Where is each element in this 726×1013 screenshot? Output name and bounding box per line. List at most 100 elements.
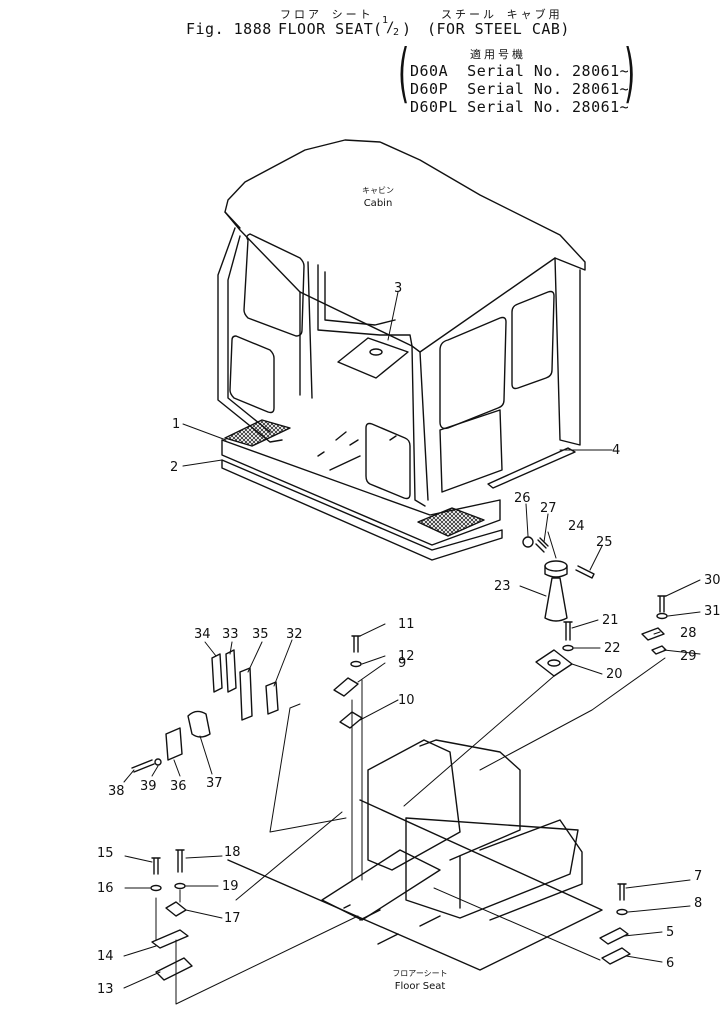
callout-2: 2 [170, 460, 178, 475]
floor-plate-item-3 [337, 337, 409, 379]
serial-line-3: D60PL Serial No. 28061~ [410, 98, 630, 116]
cabin-front-post [411, 345, 426, 507]
washer-item-19 [174, 882, 186, 890]
mat-grip-area-rear [417, 507, 485, 537]
floor-board-item-2 [221, 459, 503, 561]
cabin-label-jp: キャビン [362, 186, 394, 195]
callout-30: 30 [704, 573, 721, 588]
callout-25: 25 [596, 535, 613, 550]
callout-28: 28 [680, 626, 697, 641]
serial-bracket-right: ) [624, 37, 636, 111]
callout-19: 19 [222, 879, 239, 894]
callout-13: 13 [97, 982, 114, 997]
bolt-item-7 [617, 883, 627, 901]
block-item-36 [165, 727, 183, 761]
seat-armrest [459, 819, 583, 921]
bolt-item-18 [175, 849, 185, 873]
callout-24: 24 [568, 519, 585, 534]
callout-11: 11 [398, 617, 415, 632]
cabin-lower-front-panel [365, 422, 411, 500]
spring-item-27 [535, 537, 549, 553]
callout-37: 37 [206, 776, 223, 791]
clip-item-13 [155, 957, 193, 981]
bolt-item-38 [131, 759, 155, 773]
diagram-title: FLOOR SEAT [278, 20, 374, 38]
callout-17: 17 [224, 911, 241, 926]
cone-item-23 [544, 577, 568, 622]
callout-10: 10 [398, 693, 415, 708]
bracket-item-35 [239, 667, 253, 721]
callout-6: 6 [666, 956, 674, 971]
serial-line-2: D60P Serial No. 28061~ [410, 80, 630, 98]
diagram-subtitle: (FOR STEEL CAB) [427, 20, 570, 38]
cabin-door-window [511, 290, 555, 390]
cabin-roof [224, 139, 586, 353]
callout-22: 22 [604, 641, 621, 656]
callout-32: 32 [286, 627, 303, 642]
bracket-item-33 [225, 649, 237, 693]
applicable-models-label: 適用号機 [470, 48, 526, 61]
cabin-left-wall [217, 227, 283, 443]
trim-strip-item-4 [487, 447, 576, 489]
callout-34: 34 [194, 627, 211, 642]
nut-item-26 [522, 536, 534, 548]
callout-35: 35 [252, 627, 269, 642]
washer-item-12 [350, 660, 362, 668]
bracket-item-37 [187, 710, 211, 738]
seat-cushion [405, 817, 579, 919]
washer-item-16 [150, 884, 162, 892]
callout-31: 31 [704, 604, 721, 619]
collar-item-24 [544, 560, 568, 572]
fraction-close: ) [402, 20, 412, 38]
bolt-item-15 [151, 857, 161, 875]
cabin-label: Cabin [364, 198, 393, 209]
cabin-roof-edge [224, 211, 421, 353]
callout-1: 1 [172, 417, 180, 432]
washer-item-39 [154, 758, 162, 766]
callout-9: 9 [398, 656, 406, 671]
callout-8: 8 [694, 896, 702, 911]
serial-line-1: D60A Serial No. 28061~ [410, 62, 630, 80]
clip-item-6 [601, 947, 631, 965]
washer-item-8 [616, 908, 628, 916]
clip-item-14 [151, 929, 189, 949]
callout-5: 5 [666, 925, 674, 940]
callout-16: 16 [97, 881, 114, 896]
fraction-open: ( [373, 20, 383, 38]
bolt-item-21 [563, 621, 573, 641]
floor-mat-item-1 [221, 439, 501, 546]
bracket-item-32 [265, 681, 279, 715]
callout-12: 12 [398, 649, 415, 664]
japanese-title: フロア シート スチール キャブ用 [280, 8, 563, 21]
figure-number: Fig. 1888 [186, 20, 272, 38]
callout-15: 15 [97, 846, 114, 861]
cabin-right-wall [554, 257, 581, 446]
callout-20: 20 [606, 667, 623, 682]
callout-3: 3 [394, 281, 402, 296]
callout-29: 29 [680, 649, 697, 664]
callout-36: 36 [170, 779, 187, 794]
cabin-left-lower-panel [229, 335, 275, 414]
mat-grip-area-front [224, 419, 291, 447]
clip-item-10 [339, 711, 363, 729]
callout-18: 18 [224, 845, 241, 860]
cabin-left-window [243, 233, 305, 337]
fraction-numerator: 1 [382, 15, 389, 26]
serial-bracket-left: ( [398, 37, 410, 111]
bracket-item-34 [211, 653, 223, 693]
callout-38: 38 [108, 784, 125, 799]
callout-27: 27 [540, 501, 557, 516]
washer-item-31 [656, 612, 668, 620]
callout-7: 7 [694, 869, 702, 884]
floor-seat-label: Floor Seat [395, 981, 446, 992]
callout-14: 14 [97, 949, 114, 964]
nut-plate-item-17 [165, 901, 187, 917]
clip-item-5 [599, 927, 629, 945]
floor-seat-label-jp: フロアーシート [392, 969, 447, 978]
callout-21: 21 [602, 613, 619, 628]
callout-33: 33 [222, 627, 239, 642]
callout-23: 23 [494, 579, 511, 594]
bolt-item-11 [351, 635, 361, 653]
